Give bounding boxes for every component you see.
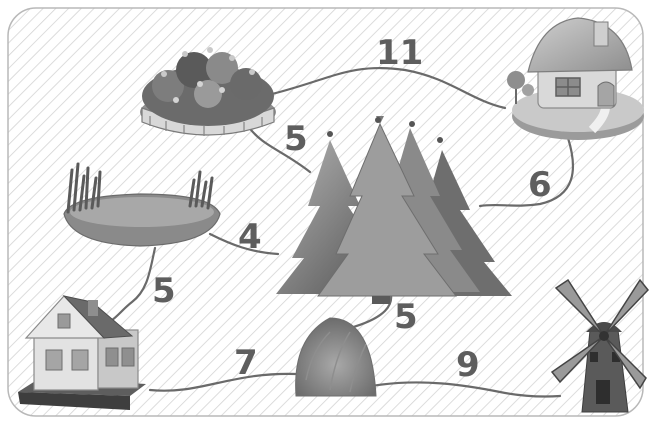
weight-label-haystack-windmill: 9 <box>456 345 480 385</box>
weight-label-pond-forest: 4 <box>238 217 262 257</box>
weight-label-flowerbed-forest: 5 <box>284 119 308 159</box>
weight-label-flowerbed-cottage: 11 <box>376 33 423 73</box>
weight-label-cottage-forest: 6 <box>528 165 552 205</box>
weight-label-pond-house: 5 <box>152 271 176 311</box>
weight-label-house-haystack: 7 <box>234 343 258 383</box>
weight-label-forest-haystack: 5 <box>394 297 418 337</box>
